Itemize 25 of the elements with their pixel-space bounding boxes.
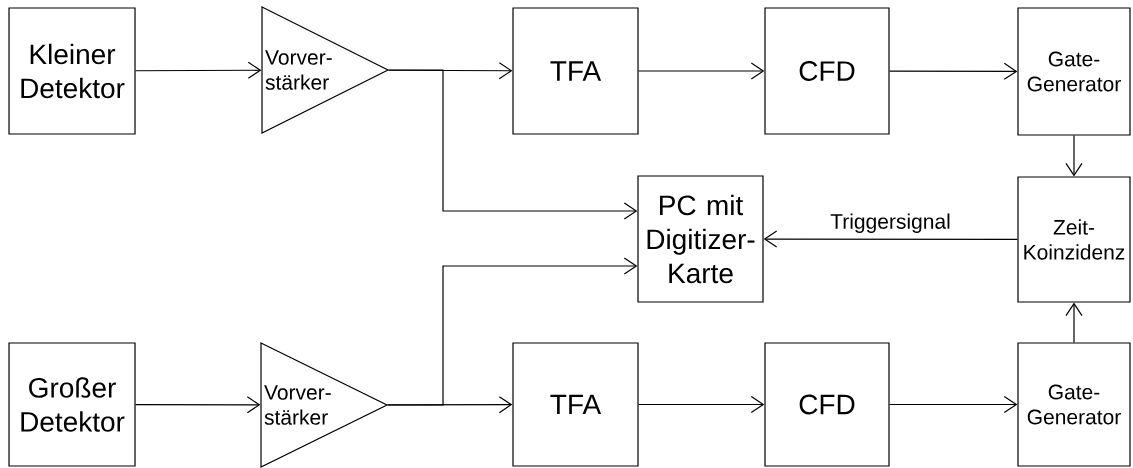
process-box: Gate- Generator (1017, 7, 1131, 136)
amplifier-triangle: Vorver- stärker (260, 342, 389, 468)
arrow (135, 61, 262, 79)
process-box: PC mit Digitizer- Karte (637, 175, 764, 303)
process-box: TFA (512, 342, 639, 467)
process-box: Gate- Generator (1017, 342, 1131, 467)
process-box: CFD (764, 7, 890, 135)
process-box: TFA (512, 7, 639, 135)
arrow (388, 69, 638, 220)
process-box: CFD (764, 342, 890, 467)
arrow (1065, 135, 1083, 177)
arrow (638, 395, 765, 414)
process-box: Kleiner Detektor (8, 7, 136, 135)
arrow (638, 62, 765, 80)
arrow (135, 396, 261, 414)
amplifier-triangle: Vorver- stärker (261, 6, 390, 134)
arrow (387, 396, 513, 414)
process-box: Großer Detektor (8, 342, 136, 467)
arrow (763, 230, 1018, 248)
arrow (889, 62, 1018, 80)
arrow (889, 395, 1018, 414)
arrow (387, 257, 638, 406)
arrow (1065, 302, 1083, 343)
edge-label: Triggersignal (829, 212, 952, 235)
process-box: Zeit- Koinzidenz (1017, 176, 1131, 303)
